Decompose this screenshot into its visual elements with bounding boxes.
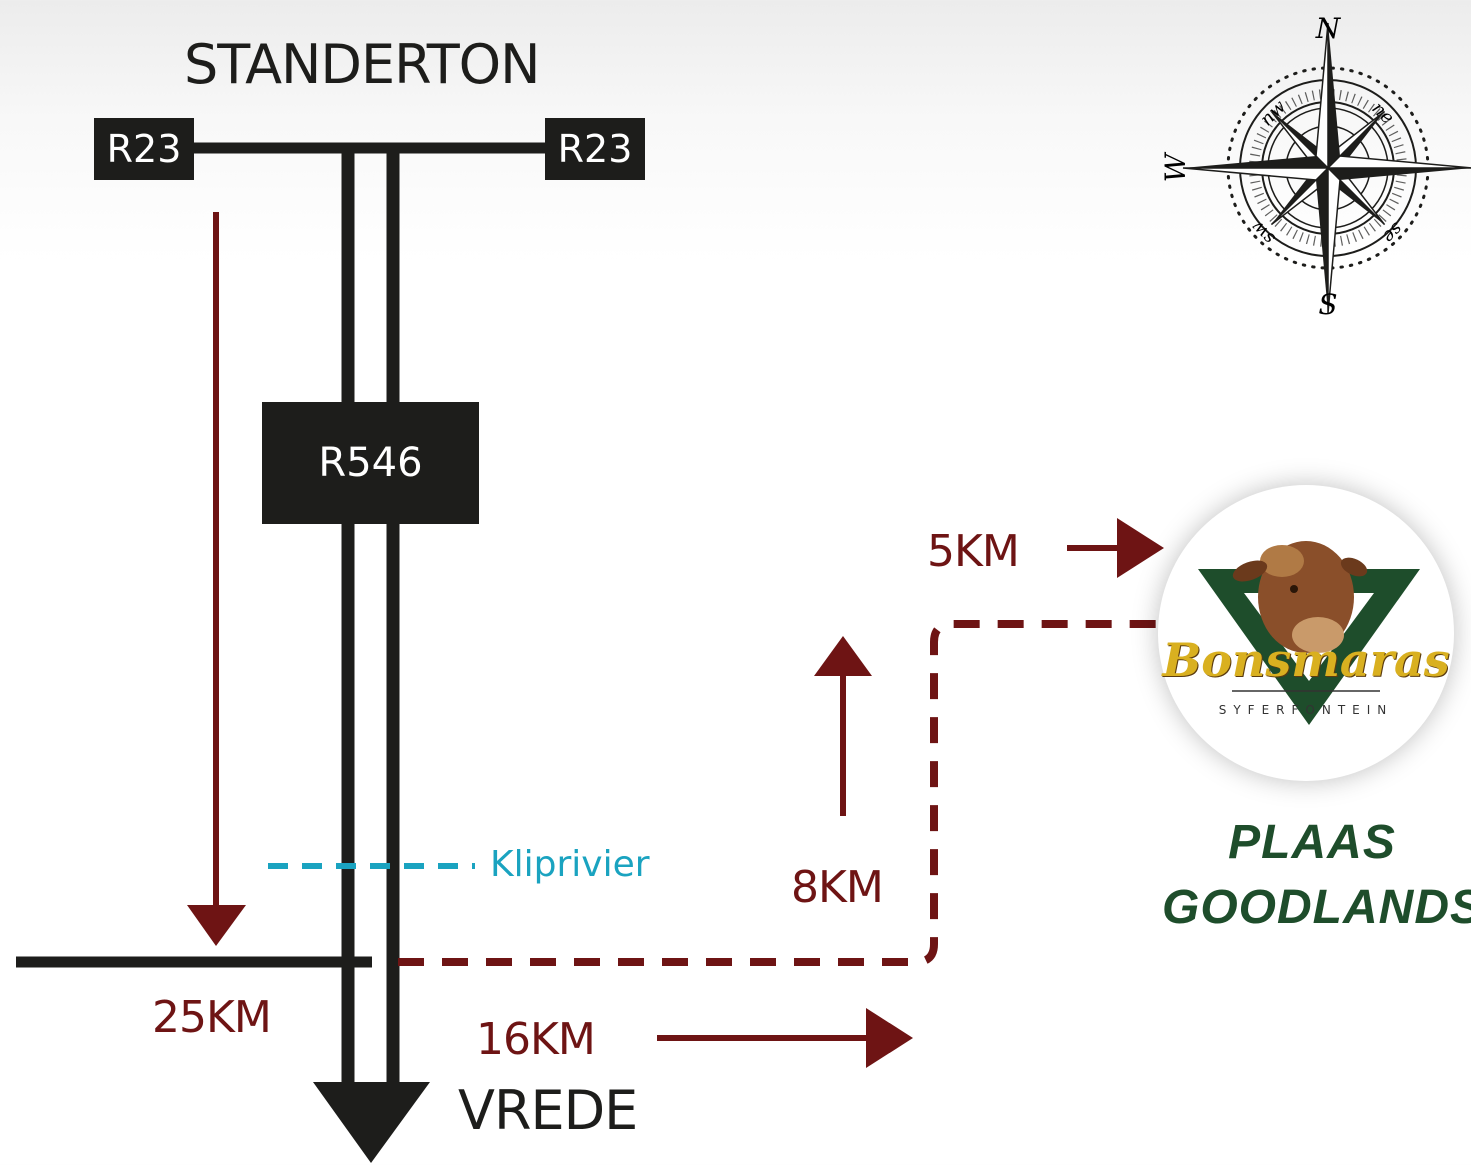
logo-graphic: [1198, 541, 1420, 725]
logo-subtitle: SYFERFONTEIN: [1218, 703, 1394, 717]
vrede-direction-arrowhead: [313, 1082, 430, 1163]
r23-left-label: R23: [106, 127, 182, 171]
compass-w: W: [1159, 151, 1192, 182]
distance-16km: 16KM: [476, 1014, 596, 1065]
distance-25km: 25KM: [152, 992, 272, 1043]
distance-8km: 8KM: [791, 862, 884, 913]
town-standerton: STANDERTON: [184, 33, 541, 96]
route-to-farm: [398, 620, 1160, 966]
distance-5km: 5KM: [927, 526, 1020, 577]
logo-brand-script: Bonsmaras: [1162, 633, 1450, 687]
r546-label: R546: [318, 440, 423, 486]
arrow-5km-head: [1117, 518, 1164, 578]
river-kliprivier: Kliprivier: [490, 844, 650, 885]
bull-head-icon: [1232, 541, 1368, 653]
farm-name-line1: PLAAS: [1228, 816, 1396, 869]
farm-logo: Bonsmaras SYFERFONTEIN: [1158, 485, 1454, 781]
r23-left-shield: R23: [94, 118, 194, 180]
compass-s: S: [1318, 288, 1337, 321]
r23-right-label: R23: [557, 127, 633, 171]
arrow-8km-head: [814, 636, 872, 676]
compass-e: E: [1464, 157, 1471, 178]
arrow-16km-head: [866, 1008, 913, 1068]
arrow-25km-head: [187, 905, 246, 946]
farm-name-line2: GOODLANDS: [1162, 881, 1471, 935]
r23-right-shield: R23: [545, 118, 645, 180]
compass-rose: N S W E nw ne se sw: [1159, 12, 1471, 321]
compass-n: N: [1315, 12, 1342, 45]
r546-shield: R546: [262, 402, 479, 524]
farm-name: PLAAS GOODLANDS: [1162, 810, 1471, 941]
town-vrede: VREDE: [458, 1079, 638, 1142]
